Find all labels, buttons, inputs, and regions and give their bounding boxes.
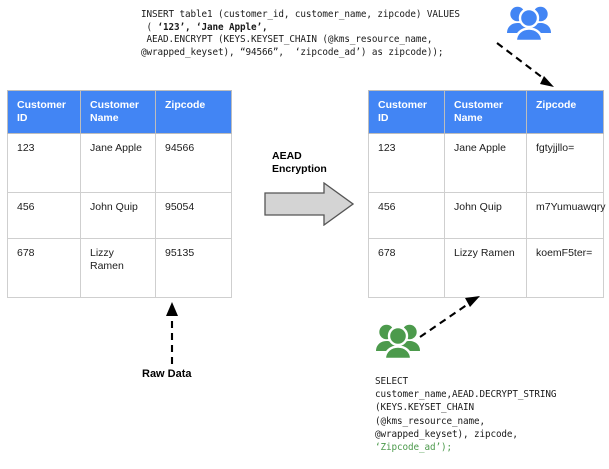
insert-line-4: @wrapped_keyset), “94566”, ‘zipcode_ad’)… [141,46,444,58]
select-line-6-ad: ‘Zipcode_ad’); [375,442,452,454]
column-header-customer-id: Customer ID [368,90,445,134]
select-line-3: (KEYS.KEYSET_CHAIN [375,402,474,414]
select-line-5: @wrapped_keyset), zipcode, [375,428,518,440]
cell-customer-name: Jane Apple [444,133,527,193]
cell-customer-name: John Quip [80,192,156,239]
aead-encryption-label: AEAD Encryption [272,150,327,175]
cell-customer-id: 678 [368,238,445,298]
column-header-customer-id: Customer ID [7,90,81,134]
header-text: Zipcode [536,99,577,111]
cell-customer-name: Lizzy Ramen [80,238,156,298]
header-text: Zipcode [165,99,206,111]
insert-line-2-prefix: ( [141,21,158,33]
table-row: 123 Jane Apple fgtyjjllo= [368,133,604,193]
cell-customer-id: 123 [368,133,445,193]
table-header-row: Customer ID Customer Name Zipcode [7,90,232,134]
table-row: 678 Lizzy Ramen 95135 [7,238,232,298]
cell-zipcode: 94566 [155,133,232,193]
column-header-customer-name: Customer Name [80,90,156,134]
column-header-zipcode: Zipcode [526,90,604,134]
select-line-2: customer_name,AEAD.DECRYPT_STRING [375,389,557,401]
table-row: 123 Jane Apple 94566 [7,133,232,193]
insert-sql-statement: INSERT table1 (customer_id, customer_nam… [141,9,460,59]
plaintext-table: Customer ID Customer Name Zipcode 123 Ja… [7,90,232,298]
cell-customer-name: Jane Apple [80,133,156,193]
encrypted-table: Customer ID Customer Name Zipcode 123 Ja… [368,90,605,298]
cell-customer-id: 456 [7,192,81,239]
people-group-icon [506,2,552,47]
cell-customer-name: John Quip [444,192,527,239]
table-header-row: Customer ID Customer Name Zipcode [368,90,604,134]
header-text: Customer Name [90,99,140,124]
table-row: 456 John Quip 95054 [7,192,232,239]
cell-customer-id: 456 [368,192,445,239]
insert-line-2-values: ‘123’, ‘Jane Apple’, [157,21,268,33]
select-line-4: (@kms_resource_name, [375,415,485,427]
dashed-arrow-raw-data [166,302,178,364]
cell-zipcode-encrypted: m7Yumuawqry [526,192,605,239]
select-sql-statement: SELECT customer_name,AEAD.DECRYPT_STRING… [375,375,557,454]
column-header-customer-name: Customer Name [444,90,527,134]
select-line-1: SELECT [375,376,408,387]
header-text: Customer Name [454,99,504,124]
cell-customer-id: 678 [7,238,81,298]
table-row: 678 Lizzy Ramen koemF5ter= [368,238,604,298]
block-arrow-right-icon [264,182,354,226]
header-text: Customer ID [378,99,428,124]
cell-customer-id: 123 [7,133,81,193]
column-header-zipcode: Zipcode [155,90,232,134]
right-table: Customer ID Customer Name Zipcode 123 Ja… [368,90,605,298]
raw-data-label: Raw Data [142,368,192,380]
cell-zipcode: 95135 [155,238,232,298]
cell-zipcode-encrypted: koemF5ter= [526,238,604,298]
cell-customer-name: Lizzy Ramen [444,238,527,298]
cell-zipcode-encrypted: fgtyjjllo= [526,133,604,193]
insert-line-3: AEAD.ENCRYPT (KEYS.KEYSET_CHAIN (@kms_re… [141,34,433,46]
header-text: Customer ID [17,99,67,124]
dashed-arrow-insert-to-table [496,42,554,87]
left-table: Customer ID Customer Name Zipcode 123 Ja… [7,90,232,298]
insert-line-1: INSERT table1 (customer_id, customer_nam… [141,9,460,20]
people-group-icon-green [375,320,421,365]
cell-zipcode: 95054 [155,192,232,239]
dashed-arrow-select-to-table [419,296,480,338]
table-row: 456 John Quip m7Yumuawqry [368,192,605,239]
